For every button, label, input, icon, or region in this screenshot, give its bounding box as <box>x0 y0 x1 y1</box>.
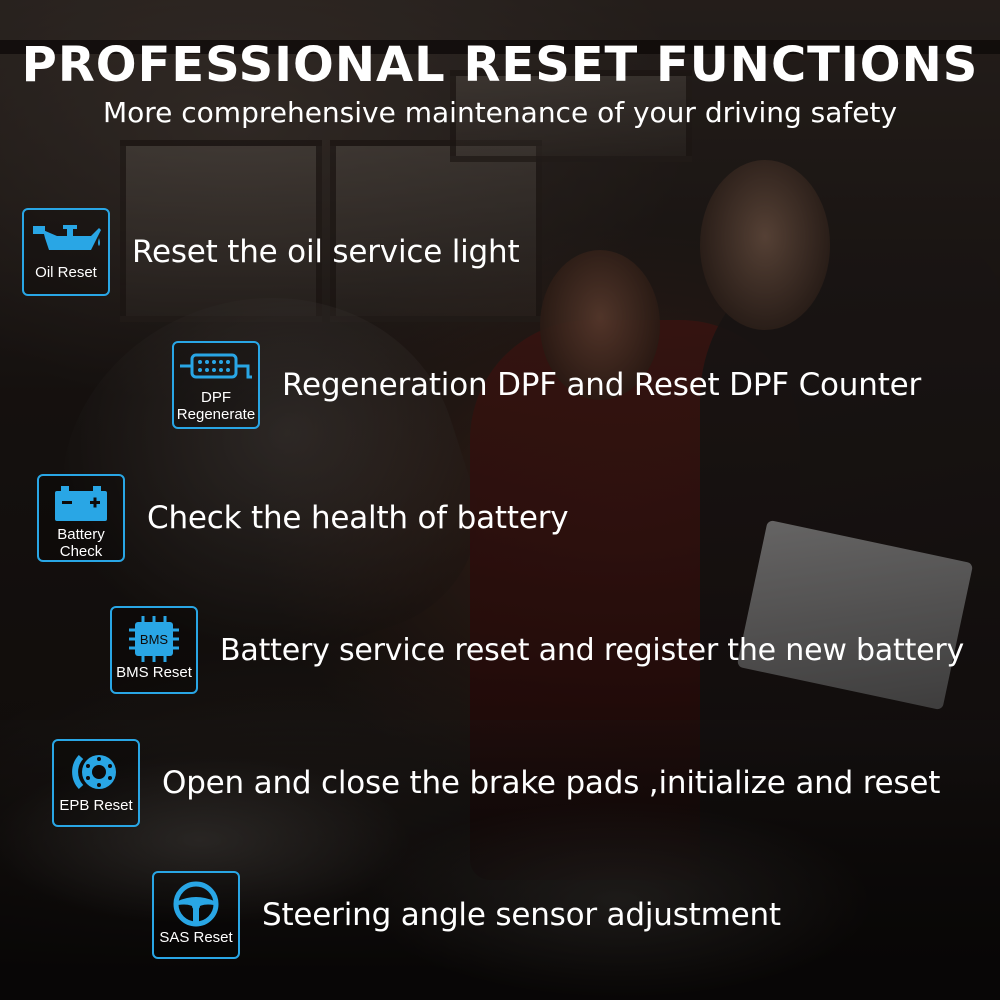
dpf-filter-icon <box>180 353 252 379</box>
feature-oil-reset: Oil Reset Reset the oil service light <box>22 208 520 296</box>
sas-reset-description: Steering angle sensor adjustment <box>262 897 781 933</box>
oil-reset-description: Reset the oil service light <box>132 234 520 270</box>
brake-disc-icon <box>72 754 116 790</box>
epb-reset-description: Open and close the brake pads ,initializ… <box>162 765 941 801</box>
supervisor-head <box>700 160 830 330</box>
bms-chip-icon: BMS <box>129 616 179 662</box>
feature-battery-check: Battery Check Check the health of batter… <box>37 474 569 562</box>
sas-reset-badge: SAS Reset <box>152 871 240 959</box>
oil-reset-badge: Oil Reset <box>22 208 110 296</box>
background-beam <box>0 40 1000 54</box>
dpf-regenerate-badge: DPF Regenerate <box>172 341 260 429</box>
background-window <box>120 140 322 322</box>
feature-bms-reset: BMS BMS Reset Battery service reset and … <box>110 606 964 694</box>
feature-sas-reset: SAS Reset Steering angle sensor adjustme… <box>152 871 781 959</box>
epb-reset-badge: EPB Reset <box>52 739 140 827</box>
feature-dpf-regenerate: DPF Regenerate Regeneration DPF and Rese… <box>172 341 921 429</box>
bms-reset-label: BMS Reset <box>116 664 192 681</box>
oil-can-icon <box>33 225 101 250</box>
battery-check-description: Check the health of battery <box>147 500 569 536</box>
battery-check-badge: Battery Check <box>37 474 125 562</box>
background-window <box>330 140 542 322</box>
dpf-label-line1: DPF <box>201 389 231 406</box>
bms-reset-description: Battery service reset and register the n… <box>220 632 965 668</box>
steering-wheel-icon <box>173 881 219 927</box>
engine-bay-shape <box>0 720 1000 1000</box>
epb-reset-label: EPB Reset <box>59 797 133 814</box>
sas-reset-label: SAS Reset <box>159 929 233 946</box>
oil-reset-label: Oil Reset <box>35 264 97 281</box>
page-subtitle: More comprehensive maintenance of your d… <box>102 96 898 129</box>
dpf-label-line2: Regenerate <box>176 406 256 423</box>
page-title: PROFESSIONAL RESET FUNCTIONS <box>21 37 979 93</box>
bms-reset-badge: BMS BMS Reset <box>110 606 198 694</box>
dpf-description: Regeneration DPF and Reset DPF Counter <box>282 367 922 403</box>
bms-chip-text: BMS <box>140 632 169 647</box>
battery-icon <box>55 486 107 521</box>
battery-label-line2: Check <box>59 543 103 560</box>
feature-epb-reset: EPB Reset Open and close the brake pads … <box>52 739 940 827</box>
mechanic-head <box>540 250 660 400</box>
battery-label-line1: Battery <box>57 526 105 543</box>
background-window <box>450 70 692 162</box>
